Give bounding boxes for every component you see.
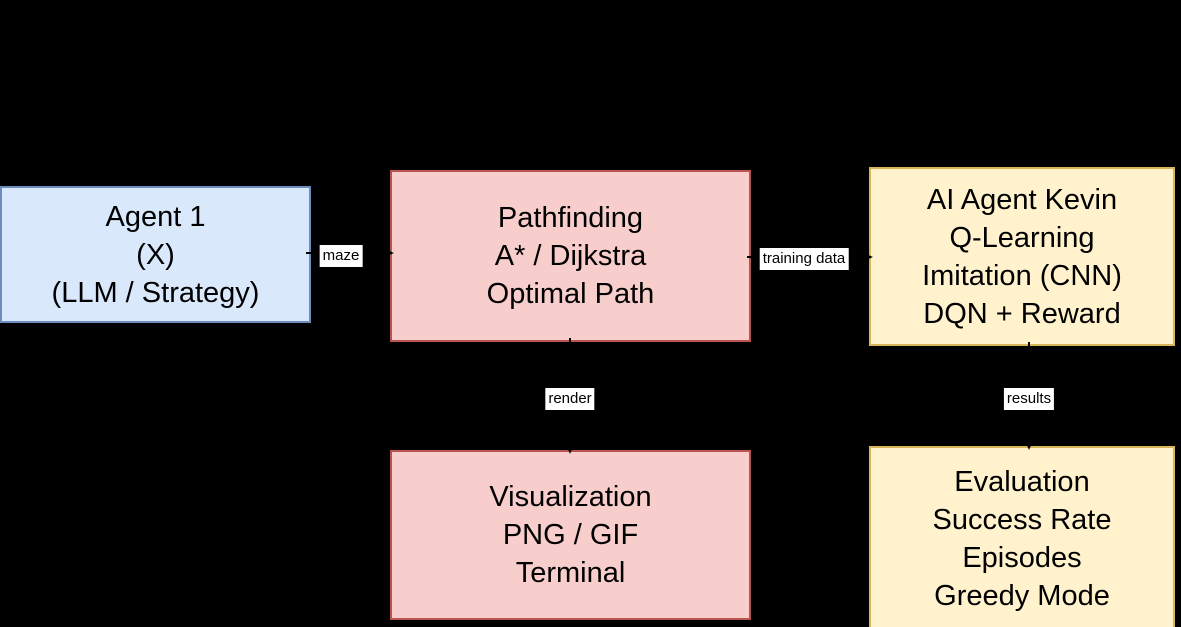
edge-label-render: render xyxy=(545,388,595,410)
node-visualization-label: Visualization PNG / GIF Terminal xyxy=(489,478,651,592)
node-text-line: Success Rate xyxy=(932,504,1112,536)
node-text-line: Imitation (CNN) xyxy=(922,259,1122,292)
node-pathfinding-label: Pathfinding A* / Dijkstra Optimal Path xyxy=(487,199,655,313)
node-text-line: (X) xyxy=(136,238,175,271)
node-text-line: Q-Learning xyxy=(949,221,1095,254)
node-text-line: Pathfinding xyxy=(497,202,644,234)
node-text-line: DQN + Reward xyxy=(923,297,1121,330)
node-ai-agent-kevin-label: AI Agent Kevin Q-Learning Imitation (CNN… xyxy=(922,181,1122,333)
edge-label-training-data: training data xyxy=(759,248,849,270)
node-text-line: AI Agent Kevin xyxy=(926,183,1118,216)
node-text-line: Agent 1 xyxy=(105,200,206,233)
node-ai-agent-kevin: AI Agent Kevin Q-Learning Imitation (CNN… xyxy=(869,167,1175,346)
edge-label-maze: maze xyxy=(319,245,363,267)
node-agent1-label: Agent 1 (X) (LLM / Strategy) xyxy=(52,198,260,312)
node-evaluation: Evaluation Success Rate Episodes Greedy … xyxy=(869,446,1175,627)
node-text-line: Evaluation xyxy=(954,466,1090,498)
edge-label-results: results xyxy=(1003,388,1055,410)
node-text-line: PNG / GIF xyxy=(502,519,639,551)
node-evaluation-label: Evaluation Success Rate Episodes Greedy … xyxy=(933,463,1112,615)
node-text-line: Greedy Mode xyxy=(934,580,1110,612)
node-pathfinding: Pathfinding A* / Dijkstra Optimal Path xyxy=(390,170,751,342)
node-text-line: Visualization xyxy=(489,481,652,513)
node-text-line: (LLM / Strategy) xyxy=(51,276,260,309)
node-text-line: Optimal Path xyxy=(486,278,655,310)
node-text-line: Terminal xyxy=(515,557,626,589)
node-visualization: Visualization PNG / GIF Terminal xyxy=(390,450,751,620)
node-agent1: Agent 1 (X) (LLM / Strategy) xyxy=(0,186,311,323)
node-text-line: A* / Dijkstra xyxy=(494,240,647,272)
node-text-line: Episodes xyxy=(962,542,1082,574)
